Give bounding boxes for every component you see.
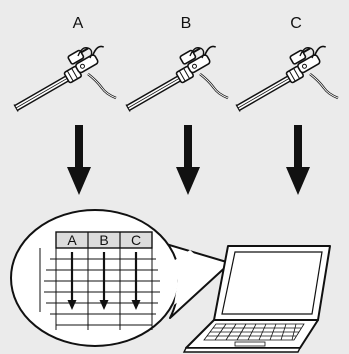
table-header-a: A [67,232,77,248]
down-arrow-a-icon [67,125,91,195]
table-header-c: C [131,232,141,248]
sensor-c-label: C [290,15,302,32]
pressure-sensor-c-icon [236,45,338,112]
down-arrow-b-icon [176,125,200,195]
sensor-a-label: A [73,15,84,32]
laptop-icon [182,245,331,353]
down-arrow-c-icon [286,125,310,195]
table-header-b: B [99,232,108,248]
sensor-b-label: B [181,15,192,32]
data-table: A B C [39,231,160,330]
pressure-sensor-a-icon [14,45,116,112]
pressure-sensor-b-icon [126,45,228,112]
